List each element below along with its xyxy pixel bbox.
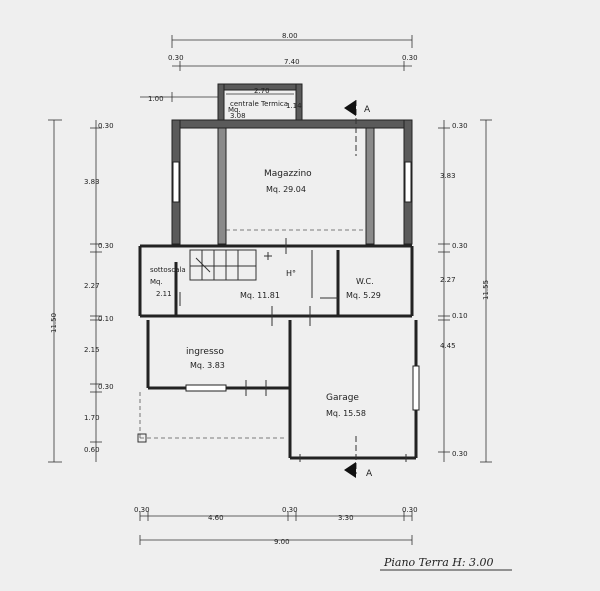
section-marker-top: A <box>344 100 371 156</box>
dim-bottom-seg-2: 0.30 <box>282 506 298 514</box>
dim-right-seg-0: 0.30 <box>452 122 468 130</box>
walls-lower <box>137 320 420 462</box>
section-marker-top-label: A <box>364 105 371 115</box>
sottoscala-area-label: Mq. <box>150 278 163 286</box>
dim-centrale-width: 2.70 <box>254 87 270 95</box>
walls-middle <box>138 238 414 326</box>
left-dimensions: 11.50 0.30 3.83 0.30 2.27 0.10 2.15 0.30… <box>48 119 114 463</box>
centrale-area-label: Mq. <box>228 106 241 114</box>
centrale-termica: 2.70 1.14 centrale Termica Mq. 3.08 <box>217 83 303 121</box>
dim-right-seg-4: 0.10 <box>452 312 468 320</box>
top-dimensions: 8.00 0.30 7.40 0.30 1.00 <box>140 32 418 103</box>
wc-name: W.C. <box>356 277 374 286</box>
dim-left-seg-1: 3.83 <box>84 178 100 186</box>
centrale-name: centrale Termica <box>230 100 288 108</box>
dim-left-seg-7: 1.70 <box>84 414 100 422</box>
dim-centrale-offset: 1.00 <box>148 95 164 103</box>
disimpegno-area: Mq. 11.81 <box>240 291 280 300</box>
dim-top-inner: 7.40 <box>284 58 300 66</box>
ingresso-area: Mq. 3.83 <box>190 361 225 370</box>
dim-bottom-seg-1: 4.60 <box>208 514 224 522</box>
dim-top-left-offset: 0.30 <box>168 54 184 62</box>
dim-left-seg-8: 0.60 <box>84 446 100 454</box>
dim-top-right-offset: 0.30 <box>402 54 418 62</box>
magazzino-area: Mq. 29.04 <box>266 185 306 194</box>
plan-title-text: Piano Terra H: 3.00 <box>383 556 494 569</box>
dim-left-seg-6: 0.30 <box>98 383 114 391</box>
dim-left-seg-5: 2.15 <box>84 346 100 354</box>
dim-bottom-seg-4: 0.30 <box>402 506 418 514</box>
sottoscala-area: 2.11 <box>156 290 172 298</box>
dim-right-seg-2: 0.30 <box>452 242 468 250</box>
dim-right-seg-5: 4.45 <box>440 342 456 350</box>
dim-top-overall: 8.00 <box>282 32 298 40</box>
dim-bottom-seg-3: 3.30 <box>338 514 354 522</box>
plan-title: Piano Terra H: 3.00 <box>380 556 512 571</box>
dim-left-seg-0: 0.30 <box>98 122 114 130</box>
dim-right-seg-1: 3.83 <box>440 172 456 180</box>
section-marker-bottom: A <box>344 436 373 479</box>
dim-bottom-overall: 9.00 <box>274 538 290 546</box>
dim-right-seg-3: 2.27 <box>440 276 456 284</box>
wc-area: Mq. 5.29 <box>346 291 381 300</box>
dim-left-total: 11.50 <box>50 313 58 333</box>
right-dimensions: 0.30 3.83 0.30 2.27 0.10 4.45 0.30 11.55 <box>438 119 492 463</box>
walls-upper <box>171 119 413 245</box>
sottoscala-name: sottoscala <box>150 266 186 274</box>
dim-right-seg-6: 0.30 <box>452 450 468 458</box>
garage-area: Mq. 15.58 <box>326 409 366 418</box>
garage-name: Garage <box>326 393 359 403</box>
dim-left-seg-3: 2.27 <box>84 282 100 290</box>
dim-centrale-height: 1.14 <box>286 102 302 110</box>
dim-left-seg-2: 0.30 <box>98 242 114 250</box>
ingresso-name: ingresso <box>186 347 224 357</box>
centrale-area: 3.08 <box>230 112 246 120</box>
magazzino-name: Magazzino <box>264 169 312 179</box>
dim-right-total: 11.55 <box>482 280 490 300</box>
bottom-dimensions: 0.30 4.60 0.30 3.30 0.30 9.00 <box>134 506 418 546</box>
disimpegno-name: H° <box>286 269 296 278</box>
dim-bottom-seg-0: 0.30 <box>134 506 150 514</box>
section-marker-bottom-label: A <box>366 469 373 479</box>
dim-left-seg-4: 0.10 <box>98 315 114 323</box>
